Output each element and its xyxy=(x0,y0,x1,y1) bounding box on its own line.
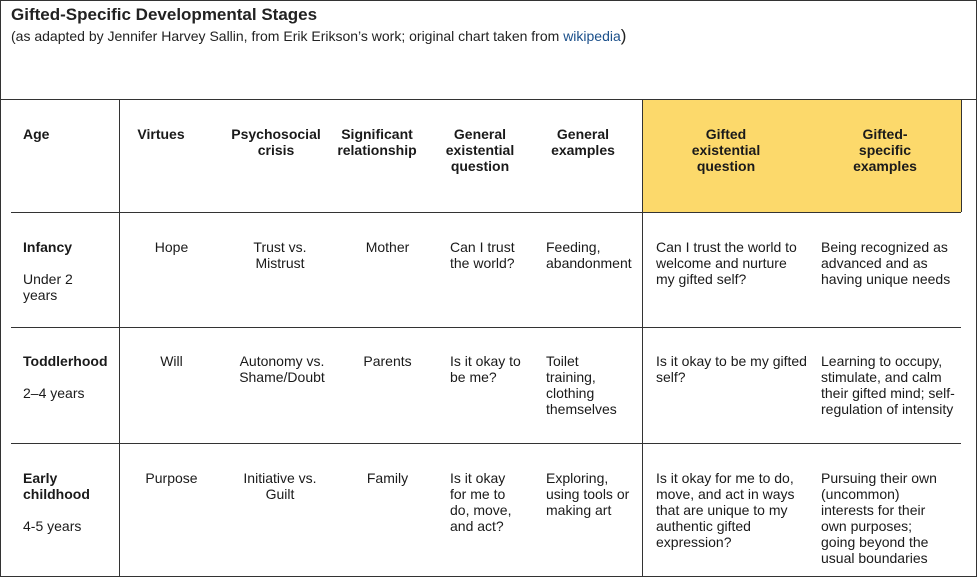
row-3-relationship: Family xyxy=(366,470,409,486)
row-3-general-question: Is it okay for me to do, move, and act? xyxy=(450,470,512,534)
header-age: Age xyxy=(23,126,50,142)
header-general-examples: General examples xyxy=(551,126,615,158)
row-3-stage: Early childhood 4-5 years xyxy=(23,470,113,534)
row-1-general-question: Can I trust the world? xyxy=(450,239,515,271)
header-gifted-specific-examples: Gifted-specific examples xyxy=(853,126,917,174)
row-3-general-examples: Exploring, using tools or making art xyxy=(546,470,630,518)
row-3-gifted-question: Is it okay for me to do, move, and act i… xyxy=(656,470,795,550)
header-general-existential-question: General existential question xyxy=(445,126,515,174)
stage-age: Under 2 years xyxy=(23,271,73,303)
stage-name: Toddlerhood xyxy=(23,353,108,369)
row-1-gifted-question: Can I trust the world to welcome and nur… xyxy=(656,239,797,287)
row-divider-2 xyxy=(11,327,961,328)
document-header: Gifted-Specific Developmental Stages (as… xyxy=(11,4,961,46)
header-virtues: Virtues xyxy=(137,126,185,142)
column-divider-gifted xyxy=(642,100,643,577)
header-psychosocial-crisis: Psychosocial crisis xyxy=(231,126,321,158)
page-subtitle: (as adapted by Jennifer Harvey Sallin, f… xyxy=(11,26,961,46)
row-2-general-question: Is it okay to be me? xyxy=(450,353,521,385)
row-2-general-examples: Toilet training, clothing themselves xyxy=(546,353,617,417)
highlight-right-border xyxy=(961,100,962,212)
row-2-crisis: Autonomy vs. Shame/Doubt xyxy=(239,353,325,385)
subtitle-text: (as adapted by Jennifer Harvey Sallin, f… xyxy=(11,28,564,44)
subtitle-close: ) xyxy=(620,26,627,45)
header-gifted-existential-question: Gifted existential question xyxy=(691,126,761,174)
stage-name: Infancy xyxy=(23,239,73,255)
row-1-relationship: Mother xyxy=(365,239,410,255)
row-2-virtue: Will xyxy=(160,353,183,369)
stage-name: Early childhood xyxy=(23,470,90,502)
row-1-crisis: Trust vs. Mistrust xyxy=(253,239,307,271)
row-divider-3 xyxy=(11,443,961,444)
row-1-virtue: Hope xyxy=(154,239,189,255)
row-1-stage: Infancy Under 2 years xyxy=(23,239,113,303)
header-significant-relationship: Significant relationship xyxy=(337,126,417,158)
row-1-general-examples: Feeding, abandonment xyxy=(546,239,632,271)
stage-age: 2–4 years xyxy=(23,385,85,401)
row-1-gifted-examples: Being recognized as advanced and as havi… xyxy=(821,239,951,287)
column-divider-age xyxy=(119,100,120,577)
row-3-crisis: Initiative vs. Guilt xyxy=(243,470,317,502)
row-3-virtue: Purpose xyxy=(145,470,198,486)
row-2-gifted-examples: Learning to occupy, stimulate, and calm … xyxy=(821,353,955,417)
gifted-header-highlight xyxy=(643,100,961,212)
stage-age: 4-5 years xyxy=(23,518,82,534)
row-divider-1 xyxy=(11,212,961,213)
wikipedia-link[interactable]: wikipedia xyxy=(563,28,621,44)
row-3-gifted-examples: Pursuing their own (uncommon) interests … xyxy=(821,470,937,566)
row-2-stage: Toddlerhood 2–4 years xyxy=(23,353,119,401)
table-top-border xyxy=(0,99,977,100)
row-2-relationship: Parents xyxy=(363,353,412,369)
page-title: Gifted-Specific Developmental Stages xyxy=(11,5,318,24)
row-2-gifted-question: Is it okay to be my gifted self? xyxy=(656,353,807,385)
